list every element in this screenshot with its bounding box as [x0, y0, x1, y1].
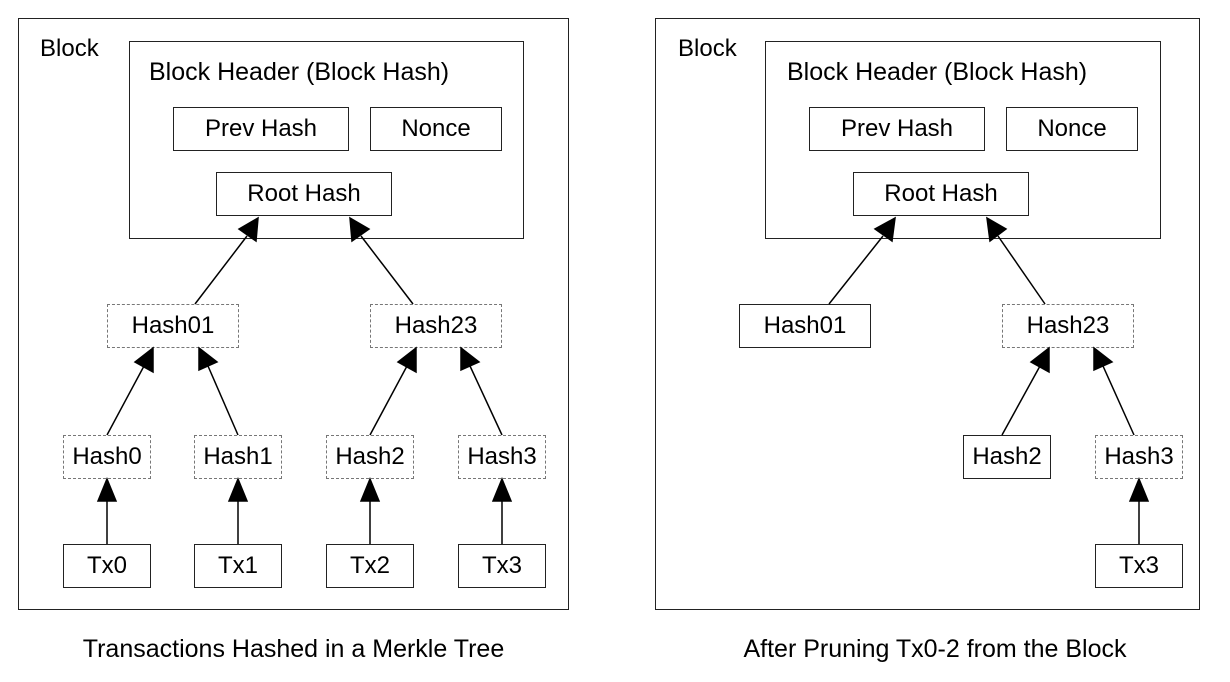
left-tx0: Tx0: [63, 544, 151, 588]
right-prev-hash: Prev Hash: [809, 107, 985, 151]
left-hash01: Hash01: [107, 304, 239, 348]
right-nonce: Nonce: [1006, 107, 1138, 151]
left-block-label: Block: [40, 35, 99, 62]
right-hash3: Hash3: [1095, 435, 1183, 479]
left-root-hash: Root Hash: [216, 172, 392, 216]
left-hash2: Hash2: [326, 435, 414, 479]
left-tx3: Tx3: [458, 544, 546, 588]
left-prev-hash: Prev Hash: [173, 107, 349, 151]
right-root-hash: Root Hash: [853, 172, 1029, 216]
left-hash0: Hash0: [63, 435, 151, 479]
left-hash23: Hash23: [370, 304, 502, 348]
left-tx1: Tx1: [194, 544, 282, 588]
left-nonce: Nonce: [370, 107, 502, 151]
right-block-header: [765, 41, 1161, 239]
right-block-label: Block: [678, 35, 737, 62]
right-block-header-title: Block Header (Block Hash): [787, 58, 1088, 86]
right-hash2: Hash2: [963, 435, 1051, 479]
right-hash23: Hash23: [1002, 304, 1134, 348]
left-caption: Transactions Hashed in a Merkle Tree: [82, 635, 505, 663]
left-block-header-title: Block Header (Block Hash): [149, 58, 450, 86]
left-hash1: Hash1: [194, 435, 282, 479]
left-tx2: Tx2: [326, 544, 414, 588]
left-block-header: [129, 41, 524, 239]
right-tx3: Tx3: [1095, 544, 1183, 588]
left-hash3: Hash3: [458, 435, 546, 479]
right-hash01: Hash01: [739, 304, 871, 348]
right-caption: After Pruning Tx0-2 from the Block: [743, 635, 1127, 663]
